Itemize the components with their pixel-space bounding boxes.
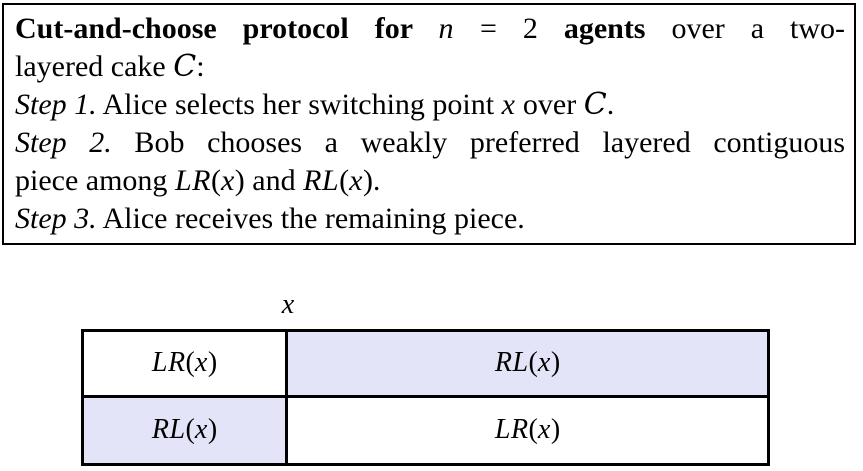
text-segment: LR <box>174 164 211 197</box>
text-segment: Alice receives the remaining piece. <box>96 202 525 235</box>
text-segment: . <box>606 88 615 121</box>
text-segment: over <box>515 88 584 121</box>
protocol-line-step1: Step 1. Alice selects her switching poin… <box>15 86 845 124</box>
protocol-box: Cut-and-choose protocol for n = 2 agents… <box>2 3 856 245</box>
text-segment: C <box>583 87 607 122</box>
switching-point-label: x <box>281 289 295 320</box>
text-segment: ( <box>339 164 350 197</box>
text-segment: Bob chooses a weakly preferred layered c… <box>111 126 846 159</box>
cake-cell-bottom-left: RL(x) <box>84 397 288 463</box>
text-segment: agents <box>563 12 646 45</box>
text-segment: Step 1. <box>15 88 97 121</box>
cake-cell-bottom-right: LR(x) <box>288 397 767 463</box>
text-segment: Alice selects her switching point <box>96 88 502 121</box>
protocol-line-step2-cont: piece among LR(x) and RL(x). <box>15 162 845 200</box>
text-segment: x <box>501 88 516 121</box>
protocol-line-title-cont: layered cake C: <box>15 48 845 86</box>
protocol-line-step3: Step 3. Alice receives the remaining pie… <box>15 200 845 238</box>
text-segment: x <box>349 164 363 197</box>
text-segment: ). <box>362 164 381 197</box>
cake-cell-label: LR(x) <box>494 414 561 446</box>
text-segment: Step 3. <box>15 202 97 235</box>
cake-cell-label: LR(x) <box>151 347 218 379</box>
cake-cell-top-right: RL(x) <box>288 332 767 398</box>
text-segment: : <box>196 50 205 83</box>
cake-cell-label: RL(x) <box>494 347 561 379</box>
text-segment: over a two- <box>645 12 846 45</box>
text-segment: x <box>220 164 235 197</box>
text-segment: C <box>173 49 197 84</box>
text-segment: layered cake <box>15 50 174 83</box>
text-segment: n <box>438 12 454 45</box>
protocol-line-title: Cut-and-choose protocol for n = 2 agents… <box>15 10 845 48</box>
text-segment: ) and <box>234 164 304 197</box>
text-segment: = 2 <box>453 12 564 45</box>
text-segment: Cut-and-choose protocol for <box>15 12 439 45</box>
cake-cell-top-left: LR(x) <box>84 332 288 398</box>
text-segment: Step 2. <box>15 126 112 159</box>
text-segment: RL <box>303 164 340 197</box>
text-segment: ( <box>210 164 221 197</box>
cake-cell-label: RL(x) <box>151 414 218 446</box>
cake-diagram: LR(x) RL(x) RL(x) LR(x) <box>81 329 770 466</box>
protocol-line-step2: Step 2. Bob chooses a weakly preferred l… <box>15 124 845 162</box>
text-segment: piece among <box>15 164 175 197</box>
